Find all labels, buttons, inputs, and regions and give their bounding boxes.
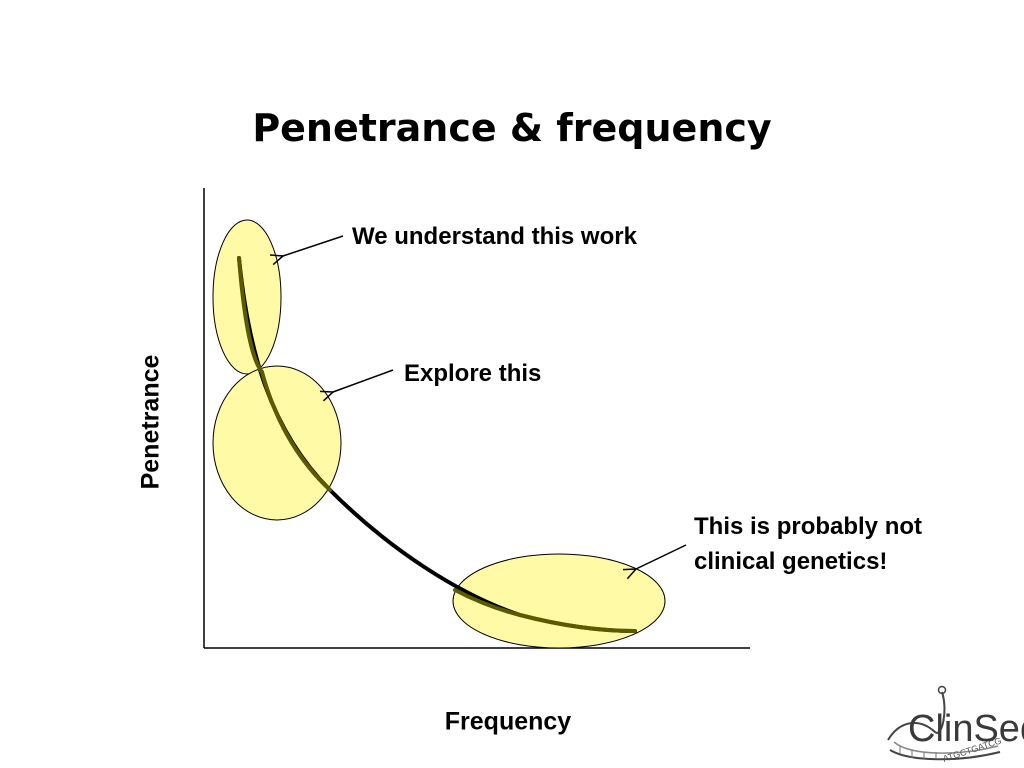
penetrance-curve-highlight-bottom: [453, 588, 637, 633]
annotation-bottom-line2: clinical genetics!: [694, 548, 888, 575]
annotation-top: We understand this work: [352, 223, 637, 250]
x-axis-label: Frequency: [444, 707, 572, 736]
ellipse-high-penetrance: [212, 219, 282, 375]
annotation-bottom-line1: This is probably not: [694, 513, 923, 540]
y-axis-label: Penetrance: [136, 354, 165, 490]
penetrance-curve-highlight-top: [237, 256, 264, 374]
slide-title: Penetrance & frequency: [252, 106, 772, 150]
arrow-top: [283, 235, 344, 256]
arrow-middle: [333, 369, 394, 392]
ellipse-low-penetrance: [452, 553, 666, 649]
penetrance-curve-highlight-mid: [260, 370, 332, 492]
ellipse-intermediate: [212, 365, 342, 521]
clinseq-logo: ATGCTGATCG: [887, 685, 1003, 764]
arrow-bottom: [636, 544, 687, 569]
annotation-middle: Explore this: [404, 360, 542, 387]
logo-wordmark: ClinSeq: [908, 708, 1024, 750]
